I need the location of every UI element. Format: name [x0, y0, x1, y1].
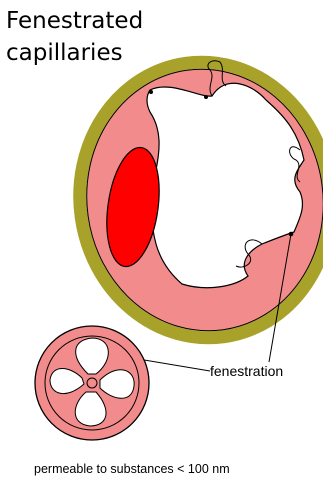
small-capillary-cross-section: [35, 326, 149, 440]
small-capillary-center: [87, 378, 97, 388]
title-line-2: capillaries: [6, 40, 123, 66]
fenestration-label: fenestration: [210, 363, 283, 379]
title-line-1: Fenestrated: [6, 8, 143, 34]
capillary-cross-section: [62, 46, 323, 354]
fenestration-pore: [204, 95, 208, 99]
permeability-caption: permeable to substances < 100 nm: [34, 462, 230, 476]
fenestration-pore: [149, 90, 153, 94]
